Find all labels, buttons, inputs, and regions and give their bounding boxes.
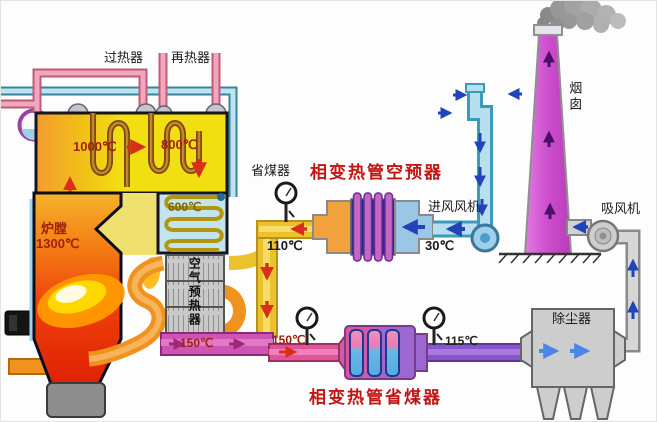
coil-temp-1000: 1000℃: [73, 139, 117, 154]
heat-pipe-tube: [384, 192, 394, 262]
dust-collector: [520, 308, 626, 420]
furnace-label: 炉膛: [41, 221, 68, 236]
dust-collector-label: 除尘器: [552, 311, 592, 326]
heat-pipe-tube: [373, 192, 383, 262]
economizer-temp-600: 600℃: [168, 200, 202, 214]
flue-temp-150-a: 150℃: [180, 336, 214, 350]
phase-change-economizer: [338, 325, 428, 380]
coil-temp-800: 800℃: [161, 137, 198, 152]
suction-fan: [586, 219, 620, 253]
flue-outlet-duct: [160, 332, 274, 356]
phase-change-economizer-label: 相变热管省煤器: [309, 388, 442, 407]
phase-change-air-preheater-label: 相变热管空预器: [310, 163, 443, 182]
suction-fan-label: 吸风机: [601, 201, 641, 216]
air-preheater: [165, 254, 225, 334]
preheated-air-pipe: [256, 220, 318, 239]
heat-pipe-tube: [385, 329, 400, 377]
pressure-gauge: [274, 181, 298, 222]
pressure-gauge: [295, 306, 319, 345]
intake-pipe: [433, 83, 522, 238]
heat-pipe-tube: [363, 192, 373, 262]
economizer-label: 省煤器: [251, 163, 291, 178]
ground: [498, 252, 602, 264]
air-preheater-label: 空气预热器: [187, 257, 202, 327]
heat-pipe-tube: [367, 329, 382, 377]
hot-air-duct: [88, 220, 278, 367]
reheater-pipe: [158, 53, 221, 107]
flue-temp-150-b: 150℃: [272, 333, 306, 347]
ambient-air-temp: 30℃: [425, 238, 455, 253]
chimney: [523, 24, 573, 255]
flue-temp-115: 115℃: [445, 334, 478, 348]
chimney-label: 烟囱: [567, 81, 583, 113]
superheater-label: 过热器: [104, 50, 144, 65]
superheater-pipe: [1, 68, 148, 113]
phase-change-air-preheater: [312, 192, 434, 262]
furnace-temp: 1300℃: [36, 236, 80, 251]
boiler-upper-pass: [34, 111, 229, 195]
pressure-gauge: [422, 306, 446, 345]
inlet-fan: [470, 223, 500, 253]
boiler-backpass: [156, 191, 229, 255]
reheater-label: 再热器: [171, 50, 211, 65]
preheated-air-temp: 110℃: [267, 238, 303, 253]
heat-pipe-tube: [349, 329, 364, 377]
heat-pipe-tube: [352, 192, 362, 262]
inlet-fan-label: 进风风机: [428, 199, 481, 214]
ash-hopper: [46, 382, 106, 418]
economizer-coil: [164, 195, 224, 252]
feedwater-pipe: [1, 86, 238, 197]
